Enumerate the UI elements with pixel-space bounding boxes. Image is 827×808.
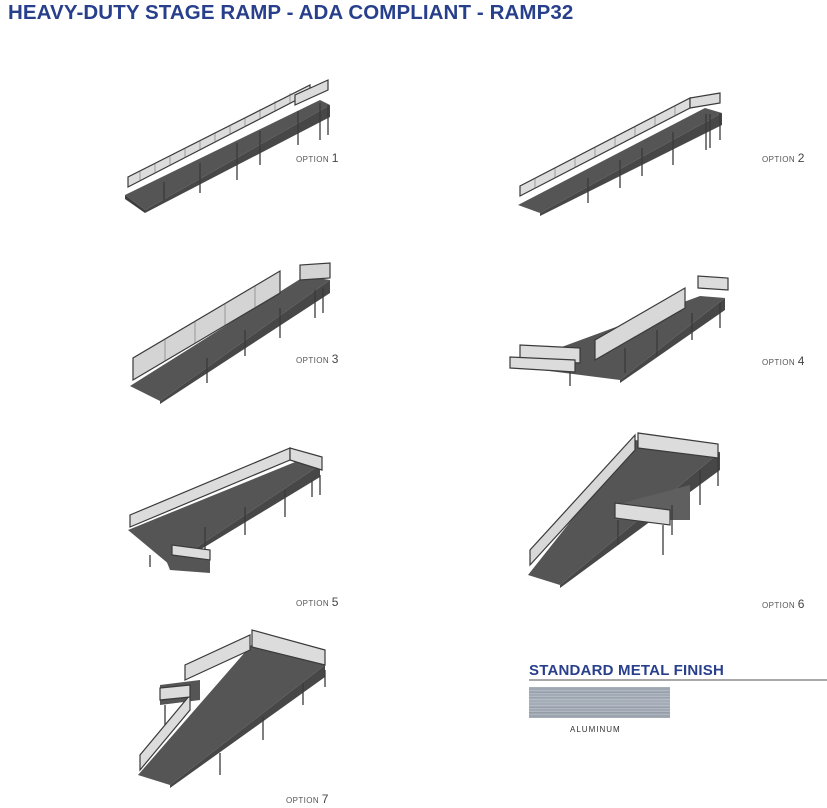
option-prefix: OPTION: [762, 601, 796, 610]
ramp-illustration-6: [528, 432, 720, 588]
option-label-4: OPTION 4: [762, 354, 804, 368]
ramp-option-1: OPTION 1: [120, 75, 360, 220]
option-label-6: OPTION 6: [762, 597, 804, 611]
option-prefix: OPTION: [296, 599, 330, 608]
option-label-1: OPTION 1: [296, 151, 338, 165]
ramp-illustration-7: [138, 629, 326, 788]
finish-divider: [529, 679, 827, 681]
option-prefix: OPTION: [296, 356, 330, 365]
option-label-5: OPTION 5: [296, 595, 338, 609]
ramp-option-5: OPTION 5: [120, 445, 350, 610]
option-number: 7: [321, 792, 329, 806]
ramp-illustration-5: [128, 447, 323, 573]
option-number: 5: [331, 595, 339, 609]
option-label-2: OPTION 2: [762, 151, 804, 165]
aluminum-swatch: [529, 687, 670, 718]
ramp-option-3: OPTION 3: [125, 258, 355, 408]
swatch-label: ALUMINUM: [570, 725, 621, 734]
option-prefix: OPTION: [762, 155, 796, 164]
ramp-option-2: OPTION 2: [510, 88, 820, 218]
option-number: 1: [331, 151, 339, 165]
option-label-3: OPTION 3: [296, 352, 338, 366]
option-number: 4: [797, 354, 805, 368]
ramp-illustration-3: [130, 262, 331, 404]
ramp-option-4: OPTION 4: [500, 268, 820, 388]
option-prefix: OPTION: [286, 796, 320, 805]
option-number: 6: [797, 597, 805, 611]
option-prefix: OPTION: [296, 155, 330, 164]
option-number: 3: [331, 352, 339, 366]
ramp-illustration-1: [125, 79, 330, 213]
ramp-option-6: OPTION 6: [520, 430, 820, 611]
option-number: 2: [797, 151, 805, 165]
ramp-option-7: OPTION 7: [130, 625, 350, 806]
ramp-illustration-4: [509, 275, 729, 386]
ramp-illustration-2: [518, 92, 722, 216]
page-title: HEAVY-DUTY STAGE RAMP - ADA COMPLIANT - …: [8, 1, 574, 24]
option-prefix: OPTION: [762, 358, 796, 367]
option-label-7: OPTION 7: [286, 792, 328, 806]
finish-heading: STANDARD METAL FINISH: [529, 662, 725, 679]
